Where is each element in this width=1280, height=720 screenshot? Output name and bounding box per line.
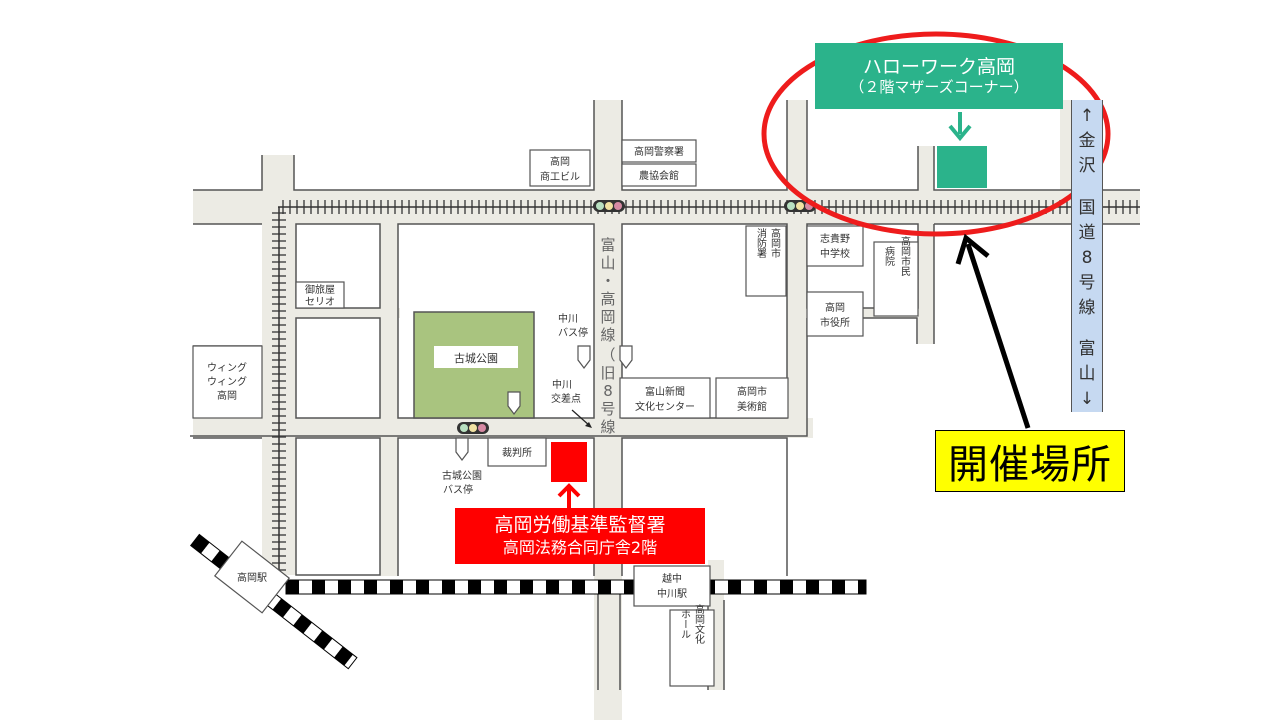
takaoka-station: 高岡駅 xyxy=(213,540,291,614)
hellowork-label: ハローワーク高岡 （２階マザーズコーナー） xyxy=(815,43,1063,109)
route8-char: 金 xyxy=(1078,131,1096,151)
shimbun-label-1: 富山新聞 xyxy=(645,385,685,398)
tram-line xyxy=(272,200,1140,575)
fire-station-col2: 消防署 xyxy=(755,227,767,258)
nakagawa-bus-label-2: バス停 xyxy=(558,326,588,339)
up-arrow-icon xyxy=(557,483,581,498)
old-route-label: 富 山 ・ 高 岡 線 （ 旧 8 号 線 xyxy=(600,236,615,436)
hellowork-building xyxy=(937,146,987,188)
fire-station-col1: 高岡市 xyxy=(769,227,781,259)
route8-char: 沢 xyxy=(1078,156,1096,176)
down-arrow-icon xyxy=(948,124,972,142)
labor-office-name: 高岡労働基準監督署 xyxy=(494,514,666,537)
route8-char: 線 xyxy=(1078,297,1096,318)
labor-office-floor: 高岡法務合同庁舎2階 xyxy=(502,537,658,557)
nakagawa-cross-label-2: 交差点 xyxy=(551,392,581,405)
old-route-char: 線 xyxy=(600,326,615,344)
traffic-light-icon xyxy=(457,422,489,434)
city-hall-label-2: 市役所 xyxy=(820,316,850,329)
hellowork-marker xyxy=(937,112,987,188)
old-route-char: 8 xyxy=(603,382,613,400)
labor-office-label: 高岡労働基準監督署 高岡法務合同庁舎2階 xyxy=(455,508,705,564)
police-station-label: 高岡警察署 xyxy=(634,145,684,158)
route8-char: 8 xyxy=(1081,247,1093,268)
old-route-char: ・ xyxy=(600,272,615,290)
wing-wing-label-2: ウィング xyxy=(207,375,247,388)
nakagawa-bus-label-1: 中川 xyxy=(558,312,578,325)
route8-char: 号 xyxy=(1078,272,1096,293)
building-labels xyxy=(192,139,919,687)
kojo-bus-label-2: バス停 xyxy=(443,483,473,496)
labor-office-building xyxy=(551,442,587,482)
art-museum-label-2: 美術館 xyxy=(737,400,767,413)
route8-char: 山 xyxy=(1078,364,1096,384)
old-route-char: 富 xyxy=(600,236,615,254)
school-label-1: 志貴野 xyxy=(820,232,850,245)
culture-hall-col2: ホール xyxy=(679,609,691,639)
school-label-2: 中学校 xyxy=(820,247,850,260)
old-route-char: 岡 xyxy=(600,308,615,326)
route8-char: 道 xyxy=(1078,222,1096,243)
route8-char: 富 xyxy=(1078,339,1096,359)
venue-callout: 開催場所 xyxy=(935,430,1125,492)
old-route-char: （ xyxy=(600,346,615,364)
wing-wing-label-1: ウィング xyxy=(207,361,247,374)
hellowork-name: ハローワーク高岡 xyxy=(862,55,1015,78)
wing-wing-label-3: 高岡 xyxy=(217,389,237,402)
route8-char: 国 xyxy=(1078,197,1096,218)
takaoka-station-label: 高岡駅 xyxy=(237,571,267,584)
route8-char: ↑ xyxy=(1079,106,1095,126)
bus-stop-icons xyxy=(455,345,633,461)
kojo-park-label: 古城公園 xyxy=(454,352,498,365)
kojo-bus-label-1: 古城公園 xyxy=(442,469,482,482)
vertical-labels: 高岡市 消防署 高岡市民 病院 高岡文化 ホール xyxy=(679,227,911,644)
old-route-char: 線 xyxy=(600,418,615,436)
serio-label-1: 御旅屋 xyxy=(305,283,335,296)
serio-label-2: セリオ xyxy=(305,296,335,308)
shoko-building-label-1: 高岡 xyxy=(550,155,570,168)
bus-stop-icon xyxy=(577,345,591,369)
old-route-char: 高 xyxy=(600,290,615,308)
kojo-park: 古城公園 xyxy=(413,311,535,419)
shoko-building-label-2: 商工ビル xyxy=(540,170,580,183)
hospital-col2: 病院 xyxy=(883,245,895,267)
court-label: 裁判所 xyxy=(502,446,532,459)
old-route-char: 旧 xyxy=(600,364,615,382)
culture-hall-col1: 高岡文化 xyxy=(693,603,705,644)
bus-stop-icon xyxy=(619,345,633,369)
venue-pointer-arrow xyxy=(955,233,1031,429)
hospital-col1: 高岡市民 xyxy=(899,235,911,277)
venue-highlight-ellipse xyxy=(761,31,1111,237)
old-route-char: 号 xyxy=(600,400,615,418)
route8-char: ↓ xyxy=(1079,389,1095,409)
nakagawa-station-label-1: 越中 xyxy=(662,572,682,585)
intersection-pointer xyxy=(571,409,592,428)
labor-office-marker xyxy=(551,442,587,510)
nokyo-kaikan-label: 農協会館 xyxy=(639,169,679,182)
nakagawa-station-label-2: 中川駅 xyxy=(657,587,687,600)
traffic-light-icon xyxy=(593,200,625,212)
city-hall-label-1: 高岡 xyxy=(825,301,845,314)
route-8-label: ↑ 金 沢 国 道 8 号 線 富 山 ↓ xyxy=(1071,100,1103,412)
building-text: 高岡 商工ビル 高岡警察署 農協会館 御旅屋 セリオ ウィング ウィング 高岡 … xyxy=(207,145,850,600)
art-museum-label-1: 高岡市 xyxy=(737,385,767,398)
bus-stop-icon xyxy=(455,437,469,461)
nakagawa-cross-label-1: 中川 xyxy=(552,378,572,391)
shimbun-label-2: 文化センター xyxy=(635,400,695,413)
old-route-char: 山 xyxy=(600,254,615,272)
hellowork-floor: （２階マザーズコーナー） xyxy=(849,78,1029,97)
arrow-head-icon xyxy=(955,233,990,265)
bus-stop-icon xyxy=(507,391,521,415)
